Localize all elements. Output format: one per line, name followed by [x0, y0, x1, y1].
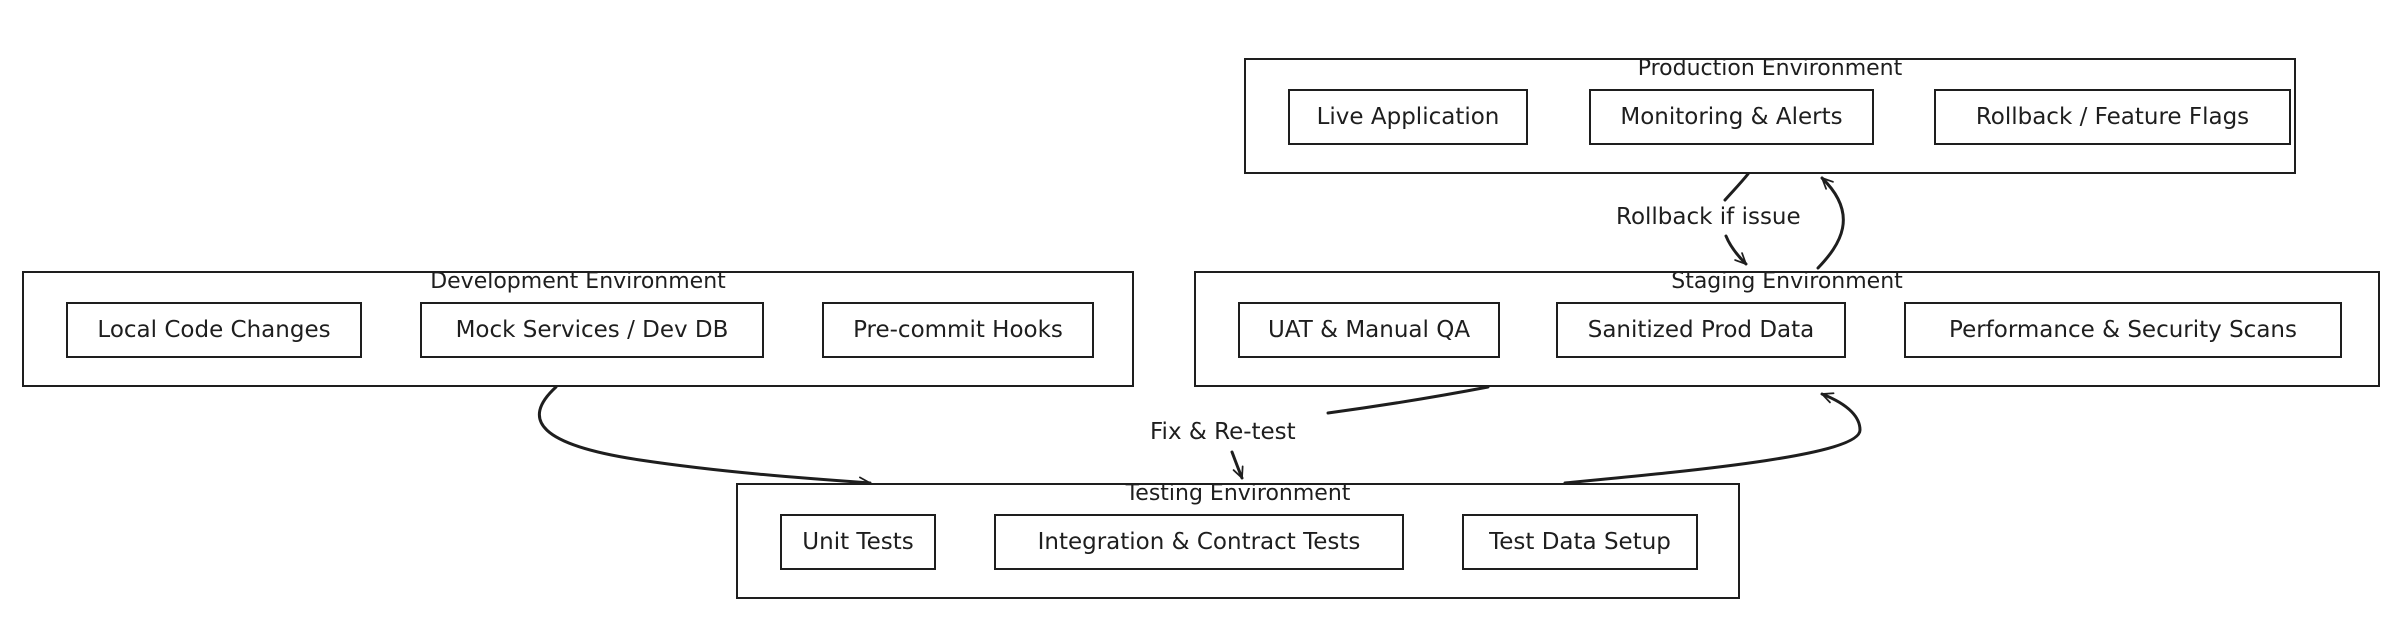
edge-staging-to-testing-tail: [1230, 450, 1244, 480]
edge-staging-to-production: [1816, 176, 1845, 270]
node-monitoring-alerts: Monitoring & Alerts: [1589, 89, 1874, 145]
edge-testing-to-staging: [1563, 392, 1862, 485]
edge-dev-to-testing: [537, 385, 872, 489]
edge-production-to-staging: [1723, 172, 1750, 202]
edge-staging-to-testing: [1326, 385, 1490, 415]
node-integration-contract-tests: Integration & Contract Tests: [994, 514, 1404, 570]
node-performance-security-scans: Performance & Security Scans: [1904, 302, 2342, 358]
node-test-data-setup: Test Data Setup: [1462, 514, 1698, 570]
node-rollback-feature-flags: Rollback / Feature Flags: [1934, 89, 2291, 145]
node-uat-manual-qa: UAT & Manual QA: [1238, 302, 1500, 358]
node-sanitized-prod-data: Sanitized Prod Data: [1556, 302, 1846, 358]
staging-environment-title: Staging Environment: [1671, 269, 1903, 294]
testing-environment: Testing Environment Unit Tests Integrati…: [736, 481, 1740, 599]
staging-environment: Staging Environment UAT & Manual QA Sani…: [1194, 269, 2380, 387]
edge-label-rollback-if-issue: Rollback if issue: [1612, 204, 1805, 230]
edge-label-fix-re-test: Fix & Re-test: [1146, 419, 1300, 445]
node-live-application: Live Application: [1288, 89, 1528, 145]
production-environment: Production Environment Live Application …: [1244, 56, 2296, 174]
development-environment: Development Environment Local Code Chang…: [22, 269, 1134, 387]
production-environment-title: Production Environment: [1637, 56, 1903, 81]
node-unit-tests: Unit Tests: [780, 514, 936, 570]
node-pre-commit-hooks: Pre-commit Hooks: [822, 302, 1094, 358]
edge-production-to-staging-tail: [1724, 234, 1748, 266]
node-local-code-changes: Local Code Changes: [66, 302, 362, 358]
testing-environment-title: Testing Environment: [1125, 481, 1351, 506]
development-environment-title: Development Environment: [430, 269, 726, 294]
node-mock-services-dev-db: Mock Services / Dev DB: [420, 302, 764, 358]
